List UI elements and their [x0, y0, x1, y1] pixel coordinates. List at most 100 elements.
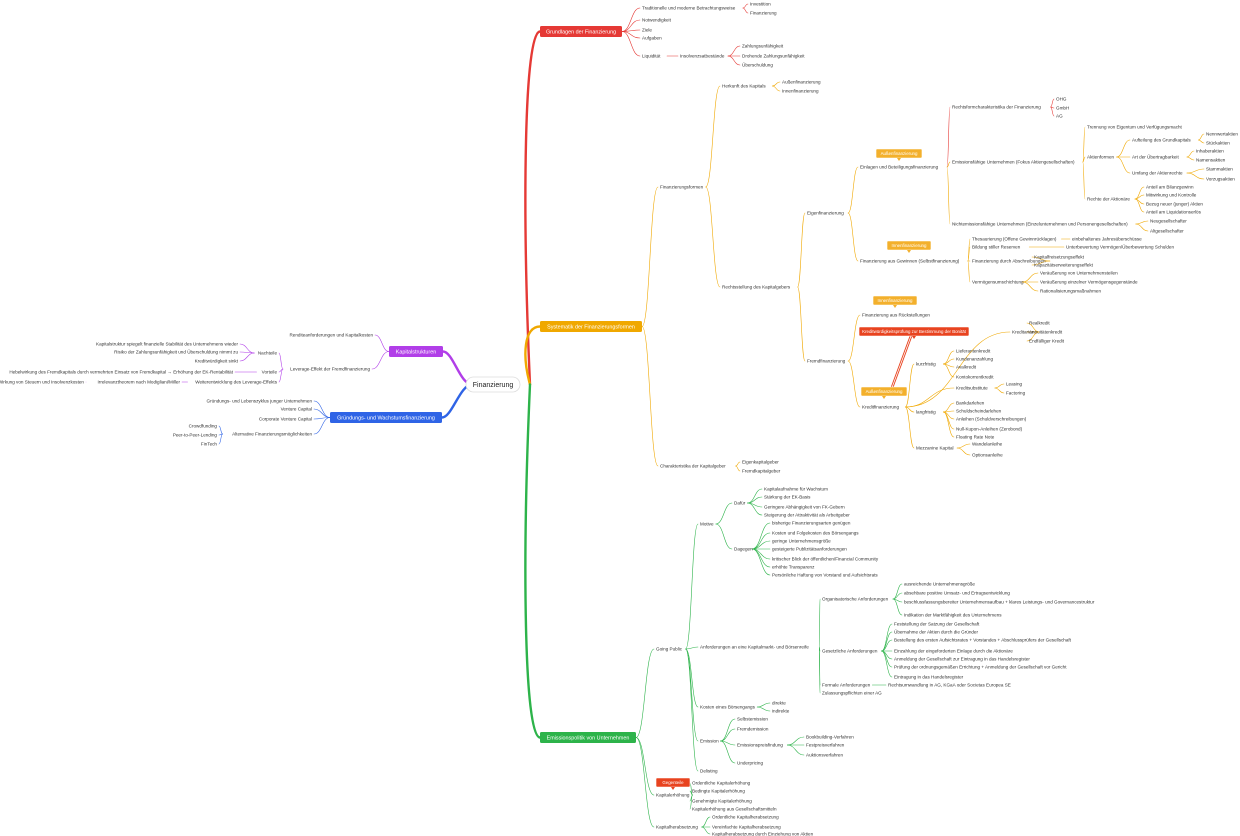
topic-m1d4[interactable]: Underpricing: [737, 761, 763, 766]
topic-s1[interactable]: Finanzierungsformen: [660, 185, 704, 190]
main-topic-box-emission[interactable]: [540, 732, 636, 743]
topic-f2c[interactable]: Kreditsubstitute: [956, 386, 988, 391]
topic-f2e[interactable]: Mezzanine Kapital: [916, 446, 954, 451]
topic-f2e1[interactable]: Wandelanleihe: [972, 442, 1003, 447]
topic-m1b2[interactable]: Gesetzliche Anforderungen: [822, 649, 878, 654]
topic-e1c1[interactable]: Neugesellschafter: [1150, 219, 1187, 224]
topic-e1b2b2[interactable]: Namensaktien: [1196, 158, 1226, 163]
topic-f2c2[interactable]: Factoring: [1006, 391, 1026, 396]
topic-m1a2e[interactable]: kritischer Blick der öffentlichen/Financ…: [772, 557, 879, 562]
topic-s1b2[interactable]: Fremdfinanzierung: [807, 359, 846, 364]
topic-e2d2[interactable]: Veräußerung einzelner Vermögensgegenstän…: [1040, 280, 1138, 285]
topic-e2d3[interactable]: Rationalisierungsmaßnahmen: [1040, 289, 1101, 294]
main-topic-gruendung[interactable]: Gründungs- und Wachstumsfinanzierung: [337, 415, 435, 421]
topic-f2a1[interactable]: Realkredit: [1029, 321, 1050, 326]
topic-m1d3a[interactable]: Bookbuilding-Verfahren: [806, 735, 854, 740]
topic-m1b4[interactable]: Zulassungspflichten einer AG: [822, 691, 882, 696]
topic-g3[interactable]: Ziele: [642, 28, 652, 33]
topic-k2b[interactable]: Vorteile: [262, 370, 278, 375]
main-topic-kapital[interactable]: Kapitalstrukturen: [396, 349, 436, 355]
topic-m1b1d[interactable]: Indikation der Marktfähigkeit des Untern…: [904, 613, 1002, 618]
topic-m1b1c[interactable]: beschlussfassungsbereiter Unternehmensau…: [904, 600, 1095, 605]
topic-m1e[interactable]: Delisting: [700, 769, 718, 774]
topic-m1a2b[interactable]: Kosten und Folgekosten des Börsengangs: [772, 531, 859, 536]
topic-m1[interactable]: Going Public: [656, 647, 683, 652]
topic-m1a1a[interactable]: Kapitalaufnahme für Wachstum: [764, 487, 828, 492]
topic-f2b4[interactable]: Kontokorrentkredit: [956, 375, 994, 380]
topic-m1b1b[interactable]: absehbare positive Umsatz- und Ertragsen…: [904, 591, 1010, 596]
topic-m1c2[interactable]: indirekte: [772, 709, 790, 714]
topic-e1b[interactable]: Emissionsfähige Unternehmen (Fokus Aktie…: [952, 160, 1075, 165]
topic-m1a1d[interactable]: Steigerung der Attraktivität als Arbeitg…: [764, 513, 850, 518]
topic-f2a3[interactable]: Endfälliger Kredit: [1029, 339, 1065, 344]
topic-g1b[interactable]: Finanzierung: [750, 11, 777, 16]
topic-w1[interactable]: Gründungs- und Lebenszyklus junger Unter…: [207, 399, 313, 404]
topic-e1b1[interactable]: Trennung von Eigentum und Verfügungsmach…: [1087, 125, 1183, 130]
topic-m1b2a[interactable]: Feststellung der Satzung der Gesellschaf…: [894, 622, 980, 627]
topic-e2[interactable]: Finanzierung aus Gewinnen (Selbstfinanzi…: [860, 259, 960, 264]
topic-w2[interactable]: Venture Capital: [281, 407, 312, 412]
topic-k2a[interactable]: Nachteile: [258, 351, 278, 356]
topic-k3b[interactable]: Wirkung von Steuern und Insolvenzkosten: [0, 380, 84, 385]
topic-m1a1[interactable]: Dafür: [734, 501, 746, 506]
topic-f2d1[interactable]: Bankdarlehen: [956, 401, 985, 406]
topic-m1a2f[interactable]: erhöhte Transparenz: [772, 565, 815, 570]
topic-s2a[interactable]: Eigenkapitalgeber: [742, 460, 779, 465]
topic-m1b2c[interactable]: Bestellung des ersten Aufsichtsrates + V…: [894, 638, 1072, 643]
topic-m1d3[interactable]: Emissionspreisfindung: [737, 743, 783, 748]
topic-w4c[interactable]: FinTech: [201, 442, 218, 447]
topic-e1a1[interactable]: OHG: [1056, 97, 1067, 102]
topic-w3[interactable]: Corporate Venture Capital: [259, 417, 312, 422]
topic-f2c1[interactable]: Leasing: [1006, 382, 1023, 387]
topic-e1a[interactable]: Rechtsformcharakteristika der Finanzieru…: [952, 105, 1041, 110]
topic-e2c1[interactable]: Kapitalfreisetzungseffekt: [1034, 255, 1085, 260]
topic-g5a3[interactable]: Überschuldung: [742, 62, 773, 68]
topic-m2c[interactable]: Genehmigte Kapitalerhöhung: [692, 799, 752, 804]
topic-k2b1[interactable]: Hebelwirkung des Fremdkapitals durch ver…: [9, 370, 233, 375]
topic-e1b2b[interactable]: Art der Übertragbarkeit: [1132, 154, 1179, 160]
topic-e1b2a2[interactable]: Stückaktien: [1206, 141, 1230, 146]
topic-m1a2g[interactable]: Persönliche Haftung von Vorstand und Auf…: [772, 573, 878, 578]
topic-m1d2[interactable]: Fremdemission: [737, 727, 769, 732]
topic-m1a2d[interactable]: gesteigerte Publizitätsanforderungen: [772, 547, 847, 552]
topic-f2d5[interactable]: Floating Rate Note: [956, 435, 995, 440]
topic-m1b1[interactable]: Organisatorische Anforderungen: [822, 597, 889, 602]
topic-g2[interactable]: Notwendigkeit: [642, 18, 672, 23]
topic-g5a2[interactable]: Drohende Zahlungsunfähigkeit: [742, 54, 805, 59]
topic-s2[interactable]: Charakteristika der Kapitalgeber: [660, 464, 726, 469]
topic-m2[interactable]: Kapitalerhöhung: [656, 793, 690, 798]
topic-w4a[interactable]: Crowdfunding: [189, 424, 218, 429]
topic-m1b2f[interactable]: Prüfung der ordnungsgemäßen Errichtung +…: [894, 665, 1067, 670]
topic-g1[interactable]: Traditionelle und moderne Betrachtungswe…: [642, 6, 736, 11]
topic-s1a2[interactable]: Innenfinanzierung: [782, 89, 819, 94]
main-topic-systematik[interactable]: Systematik der Finanzierungsformen: [547, 324, 635, 330]
topic-m1b2d[interactable]: Einzahlung der eingeforderten Einlage du…: [894, 649, 1013, 654]
topic-f2d3[interactable]: Anleihen (Schuldverschreibungen): [956, 417, 1027, 422]
topic-m1d1[interactable]: Selbstemission: [737, 717, 768, 722]
topic-k2a1[interactable]: Kapitalstruktur spiegelt finanzielle Sta…: [96, 342, 238, 347]
topic-m1b2g[interactable]: Eintragung in das Handelsregister: [894, 675, 964, 680]
topic-e1a2[interactable]: GmbH: [1056, 106, 1069, 111]
topic-s1a1[interactable]: Außenfinanzierung: [782, 80, 821, 85]
topic-k2a3[interactable]: Kreditwürdigkeit sinkt: [195, 359, 239, 364]
topic-e1b2c2[interactable]: Vorzugsaktien: [1206, 177, 1235, 182]
topic-m2b[interactable]: Bedingte Kapitalerhöhung: [692, 789, 745, 794]
topic-m1d[interactable]: Emission: [700, 739, 719, 744]
topic-k3a[interactable]: Irrelevanztheorem nach Modigliani/Miller: [98, 380, 181, 385]
topic-e2a1[interactable]: einbehaltenes Jahresüberschüsse: [1072, 237, 1142, 242]
topic-g5a1[interactable]: Zahlungsunfähigkeit: [742, 44, 784, 49]
topic-m1b3[interactable]: Formale Anforderungen: [822, 683, 871, 688]
topic-e2b1[interactable]: Unterbewertung Vermögen/Überbewertung Sc…: [1066, 244, 1174, 250]
topic-m3[interactable]: Kapitalherabsetzung: [656, 825, 698, 830]
topic-m1a2c[interactable]: geringe Unternehmensgröße: [772, 539, 831, 544]
topic-e1b3c[interactable]: Bezug neuer (junger) Aktien: [1146, 202, 1203, 207]
topic-s2b[interactable]: Fremdkapitalgeber: [742, 469, 781, 474]
topic-m3b[interactable]: Vereinfachte Kapitalherabsetzung: [712, 825, 781, 830]
topic-m1d3b[interactable]: Festpreisverfahren: [806, 743, 845, 748]
topic-e1b2a1[interactable]: Nennwertaktien: [1206, 132, 1238, 137]
topic-e2a[interactable]: Thesaurierung (Offene Gewinnrücklagen): [972, 237, 1057, 242]
topic-k1[interactable]: Renditeanforderungen und Kapitalkosten: [289, 333, 373, 338]
topic-m3c[interactable]: Kapitalherabsetzung durch Einziehung von…: [712, 832, 814, 836]
topic-f2b1[interactable]: Lieferantenkredit: [956, 349, 991, 354]
topic-m1b3a[interactable]: Rechtsumwandlung in AG, KGaA oder Societ…: [888, 683, 1011, 688]
